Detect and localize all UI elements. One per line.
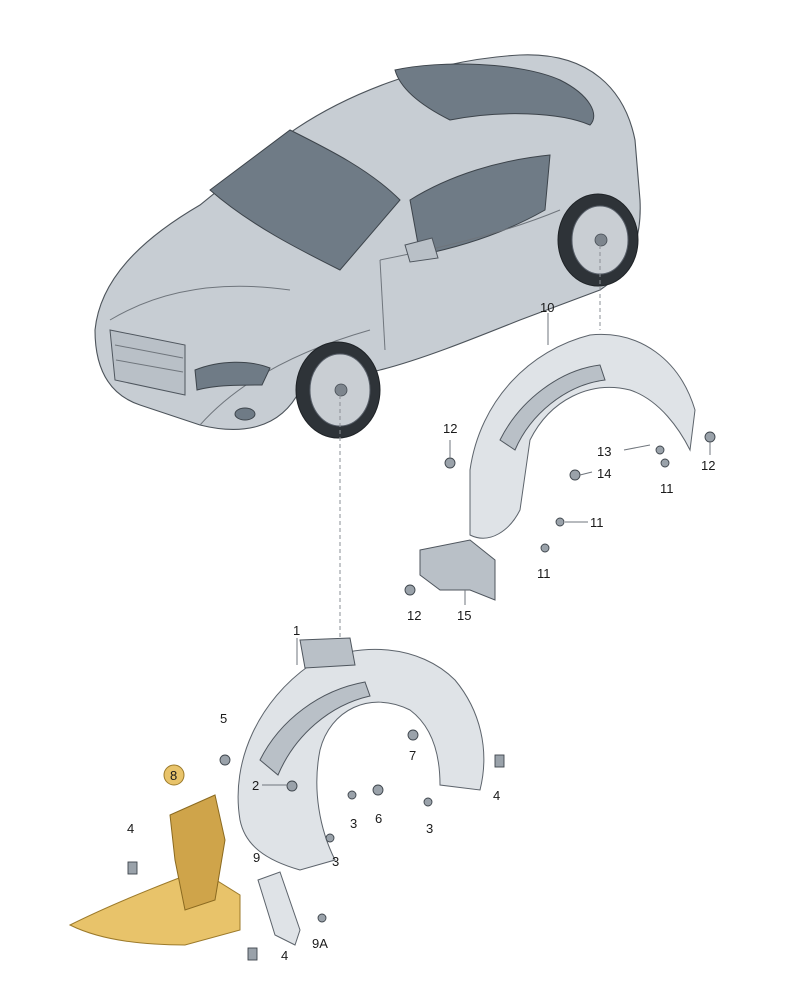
callout-3: 3	[426, 821, 433, 836]
callout-12: 12	[443, 421, 457, 436]
rear-wheel-housing-liner	[419, 333, 696, 601]
callout-labels: 1 2 3 3 3 4 4 4 5 6 7 8 9 9A 10 11 11 11…	[127, 300, 715, 963]
front-wheel-housing-liner	[237, 637, 485, 871]
bracket-part-9	[257, 871, 301, 946]
callout-11: 11	[590, 515, 604, 530]
callout-12: 12	[701, 458, 715, 473]
callout-11: 11	[660, 481, 674, 496]
callout-4: 4	[127, 821, 134, 836]
callout-6: 6	[375, 811, 382, 826]
callout-15: 15	[457, 608, 471, 623]
callout-14: 14	[597, 466, 611, 481]
callout-9: 9	[253, 850, 260, 865]
callout-4: 4	[493, 788, 500, 803]
callout-3: 3	[332, 854, 339, 869]
callout-8: 8	[170, 768, 177, 783]
callout-2: 2	[252, 778, 259, 793]
callout-4: 4	[281, 948, 288, 963]
callout-9a: 9A	[312, 936, 328, 951]
callout-3: 3	[350, 816, 357, 831]
callout-7: 7	[409, 748, 416, 763]
callout-5: 5	[220, 711, 227, 726]
callout-leaders	[262, 313, 711, 786]
callout-12: 12	[407, 608, 421, 623]
callout-8-highlight-badge	[163, 764, 185, 786]
highlighted-part-8	[68, 794, 241, 946]
callout-10: 10	[540, 300, 554, 315]
callout-1: 1	[293, 623, 300, 638]
fasteners	[127, 431, 716, 961]
callout-13: 13	[597, 444, 611, 459]
car-illustration	[94, 54, 641, 439]
callout-11: 11	[537, 566, 551, 581]
